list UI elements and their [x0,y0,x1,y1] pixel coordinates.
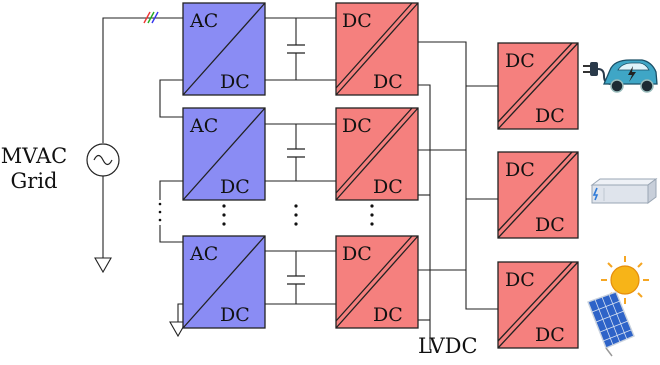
lvdc-label: LVDC [418,334,478,358]
dc-label: DC [373,304,403,326]
dc-link-row-3 [265,250,336,305]
ground-icon [169,321,187,338]
dc-link-row-1 [265,17,336,81]
grid-label-line1: MVAC [1,144,67,168]
dc-label: DC [220,176,250,198]
dc-dc-converter-3: DC DC [335,235,419,329]
three-phase-marker-icon [143,11,159,24]
load-dc-dc-converter-ev: DC DC [497,42,579,130]
sun-icon [601,256,649,304]
dc-dc-converter-2: DC DC [335,107,419,201]
dc-label: DC [505,159,535,181]
battery-storage-icon [590,178,658,204]
ev-charger-icon [583,59,658,93]
dc-label: DC [373,71,403,93]
load-dc-dc-converter-solar: DC DC [497,261,579,349]
dc-label: DC [342,10,372,32]
continuation-dots [158,202,374,226]
ac-side-series-wiring [159,79,187,338]
mvac-grid-source: MVAC Grid [1,11,183,274]
ac-label: AC [189,10,218,32]
dc-label: DC [535,214,565,236]
ac-dc-converter-3: AC DC [182,235,266,329]
dc-label: DC [342,115,372,137]
solar-panel-icon [587,256,649,357]
load-dc-dc-converter-battery: DC DC [497,151,579,239]
dc-label: DC [373,176,403,198]
dc-label: DC [535,324,565,346]
dc-label: DC [535,105,565,127]
dc-label: DC [220,71,250,93]
ac-label: AC [189,115,218,137]
grid-feed-wire [102,17,183,143]
dc-dc-converter-1: DC DC [335,2,419,96]
lvdc-bus-wiring [418,41,498,350]
sine-wave-icon [93,154,113,166]
dc-label: DC [220,304,250,326]
ac-dc-converter-2: AC DC [182,107,266,201]
dc-label: DC [342,243,372,265]
dc-label: DC [505,269,535,291]
grid-label-line2: Grid [11,169,58,193]
dc-link-row-2 [265,123,336,182]
ground-icon [94,257,112,274]
ac-label: AC [189,243,218,265]
ac-dc-converter-1: AC DC [182,2,266,96]
dc-label: DC [505,50,535,72]
